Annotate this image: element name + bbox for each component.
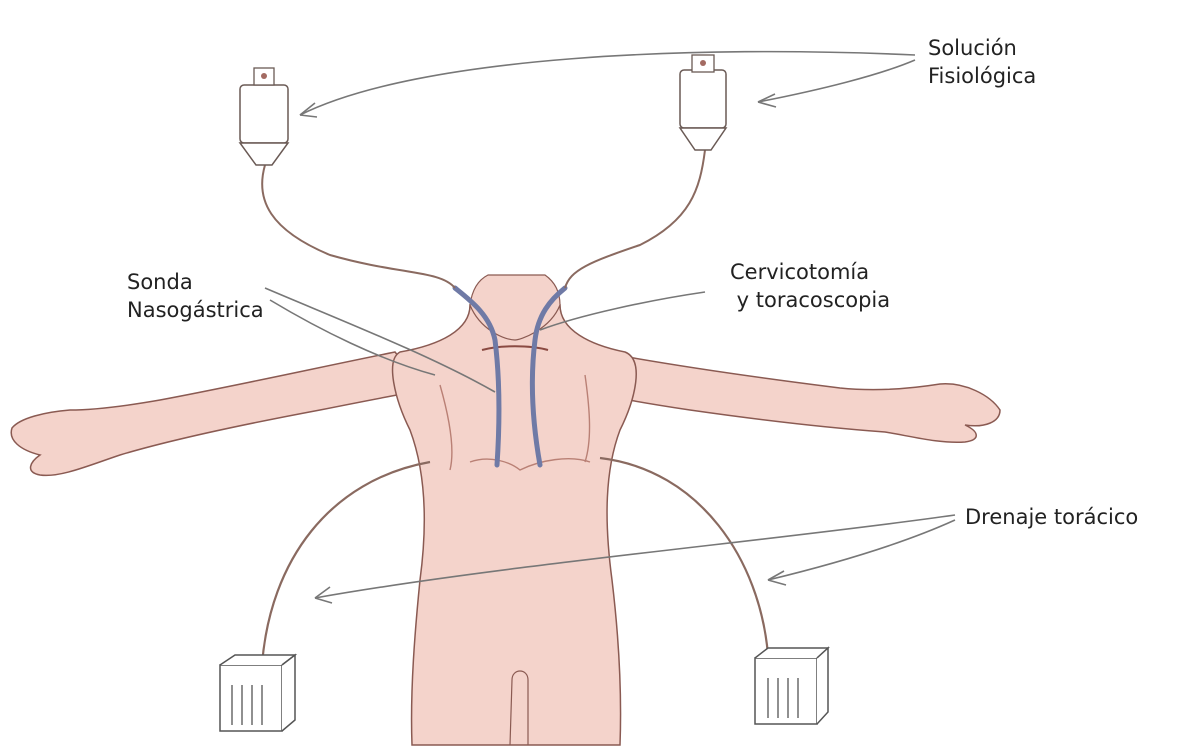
ng-tube-label: Sonda Nasogástrica xyxy=(127,268,264,324)
iv-lines xyxy=(262,150,705,288)
iv-bag-icon xyxy=(680,55,726,150)
saline-label-line2: Fisiológica xyxy=(928,62,1036,90)
iv-bag-icon xyxy=(240,68,288,165)
incision-label-line2: y toracoscopia xyxy=(730,286,890,314)
drainage-box-icon xyxy=(755,648,828,724)
chest-drain-label: Drenaje torácico xyxy=(965,503,1138,531)
chest-drain-label-line1: Drenaje torácico xyxy=(965,503,1138,531)
drain-callout-left xyxy=(315,515,955,598)
callout-lines xyxy=(265,52,955,603)
saline-label-line1: Solución xyxy=(928,34,1036,62)
right-arm xyxy=(590,352,1000,442)
saline-label: Solución Fisiológica xyxy=(928,34,1036,90)
saline-callout-right xyxy=(758,60,915,102)
drain-callout-right xyxy=(768,520,955,580)
drainage-box-icon xyxy=(220,655,295,731)
incision-label-line1: Cervicotomía xyxy=(730,258,890,286)
left-arm xyxy=(11,352,425,475)
ng-tube-label-line2: Nasogástrica xyxy=(127,296,264,324)
saline-callout-left xyxy=(300,52,915,115)
ng-tube-label-line1: Sonda xyxy=(127,268,264,296)
incision-label: Cervicotomía y toracoscopia xyxy=(730,258,890,314)
patient-body xyxy=(11,275,1000,745)
torso xyxy=(393,305,637,745)
saline-arrowhead-left xyxy=(300,103,317,117)
